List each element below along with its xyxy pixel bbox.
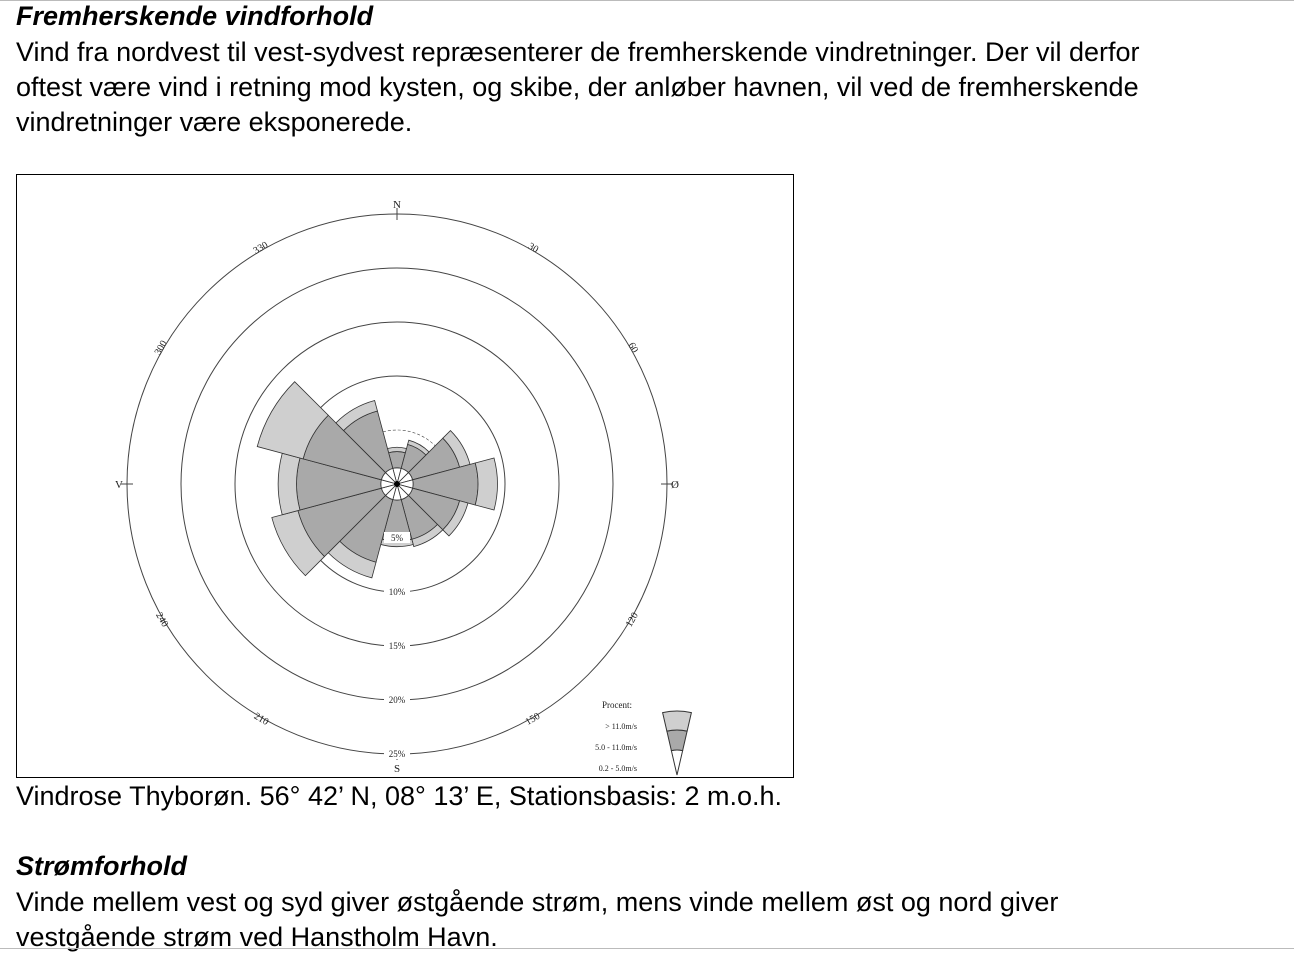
- petal-high-90: [474, 457, 498, 511]
- ring-label-25: 25%: [389, 749, 406, 759]
- east-label: Ø: [671, 479, 679, 491]
- petal-high-0: [387, 446, 407, 454]
- ring-label-bg: [384, 640, 410, 651]
- south-label: S: [394, 763, 400, 775]
- ring-label-5: 5%: [391, 533, 404, 543]
- west-label: V: [115, 479, 123, 491]
- petal-high-330: [335, 400, 378, 432]
- ring-label-10: 10%: [389, 587, 406, 597]
- legend-item-low: 0.2 - 5.0m/s: [599, 764, 637, 773]
- ring-label-bg: [384, 586, 410, 597]
- section-heading-current: Strømforhold: [16, 851, 187, 881]
- wind-paragraph: Vind fra nordvest til vest-sydvest repræ…: [16, 35, 1140, 140]
- current-paragraph: Vinde mellem vest og syd giver østgående…: [16, 885, 1058, 955]
- center-dot: [394, 481, 400, 487]
- petal-high-300: [256, 381, 329, 460]
- degree-label-30: 30: [526, 241, 540, 256]
- legend-item-mid: 5.0 - 11.0m/s: [595, 743, 637, 752]
- petal-high-120: [442, 500, 469, 537]
- petal-high-150: [411, 523, 444, 548]
- figure-caption: Vindrose Thyborøn. 56° 42’ N, 08° 13’ E,…: [16, 781, 783, 811]
- north-label: N: [393, 199, 401, 211]
- ring-label-bg: [384, 748, 410, 759]
- legend-swatch-mid: [666, 729, 688, 752]
- degree-label-60: 60: [625, 341, 640, 355]
- legend-title: Procent:: [602, 700, 632, 710]
- ring-label-bg: [384, 532, 410, 543]
- bottom-rule: [0, 948, 1294, 954]
- section-heading-wind: Fremherskende vindforhold: [16, 1, 374, 31]
- ring-label-bg: [384, 694, 410, 705]
- legend-item-high: > 11.0m/s: [605, 722, 637, 731]
- wind-paragraph-line: vindretninger være eksponerede.: [16, 107, 413, 137]
- legend-swatch-low: [670, 749, 684, 776]
- ring-label-15: 15%: [389, 641, 406, 651]
- petal-high-240: [271, 510, 326, 577]
- petal-high-270: [277, 452, 301, 516]
- ring-label-20: 20%: [389, 695, 406, 705]
- top-rule: [0, 0, 1294, 5]
- wind-paragraph-line: Vind fra nordvest til vest-sydvest repræ…: [16, 37, 1140, 67]
- legend-swatch-high: [662, 710, 692, 732]
- wind-paragraph-line: oftest være vind i retning mod kysten, o…: [16, 72, 1139, 102]
- current-paragraph-line: Vinde mellem vest og syd giver østgående…: [16, 887, 1059, 917]
- current-paragraph-line: vestgående strøm ved Hanstholm Havn.: [16, 922, 498, 952]
